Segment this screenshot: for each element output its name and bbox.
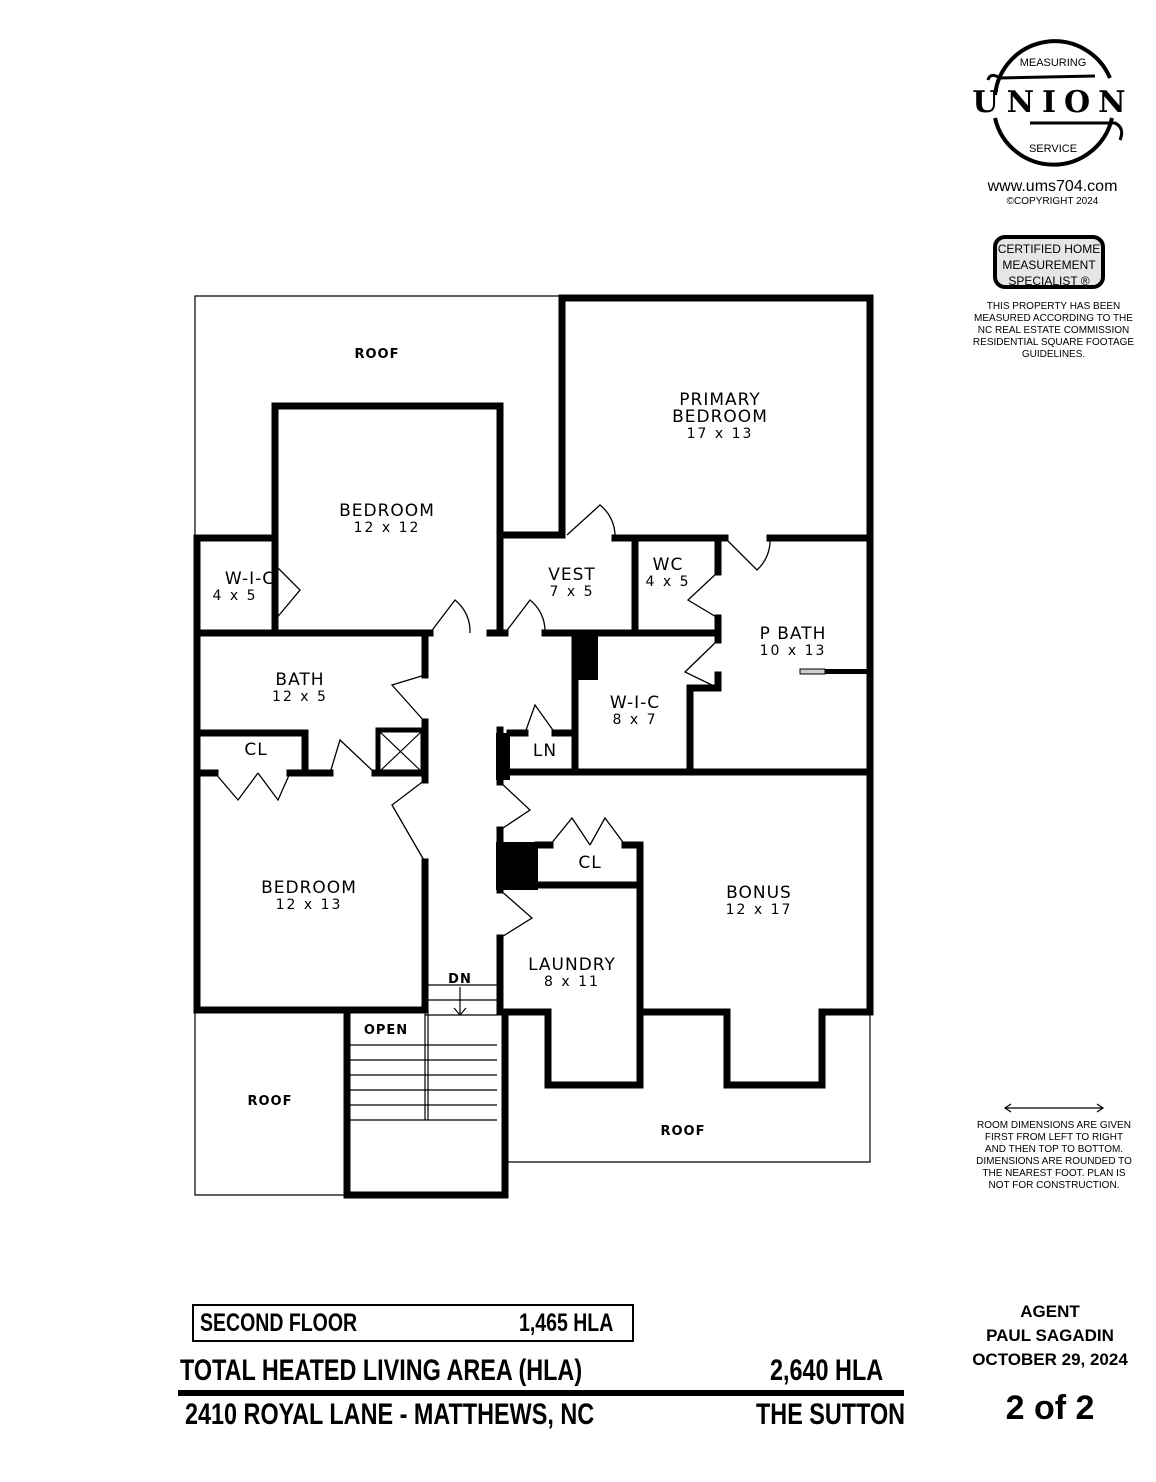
- svg-text:UNION: UNION: [972, 85, 1133, 120]
- website: www.ums704.com: [987, 178, 1118, 195]
- open-label: OPEN: [363, 1023, 409, 1038]
- union-logo: UNION MEASURING SERVICE: [972, 39, 1133, 167]
- svg-text:SERVICE: SERVICE: [1029, 143, 1077, 155]
- agent-date: OCTOBER 29, 2024: [972, 1350, 1128, 1369]
- total-area: 2,640 HLA: [770, 1354, 884, 1387]
- room-closet: CL: [244, 740, 268, 760]
- stairs-down-label: DN: [448, 972, 472, 987]
- total-label: TOTAL HEATED LIVING AREA (HLA): [180, 1354, 583, 1387]
- agent-label: AGENT: [1020, 1302, 1080, 1321]
- dimension-arrow: [1003, 1103, 1105, 1113]
- shaft-x: [379, 731, 422, 772]
- floor-summary-box: SECOND FLOOR 1,465 HLA: [192, 1304, 634, 1342]
- divider: [178, 1390, 904, 1396]
- address: 2410 ROYAL LANE - MATTHEWS, NC: [185, 1398, 595, 1431]
- dimension-note: ROOM DIMENSIONS ARE GIVEN FIRST FROM LEF…: [976, 1120, 1132, 1191]
- agent-name: PAUL SAGADIN: [986, 1326, 1114, 1345]
- copyright: ©COPYRIGHT 2024: [1006, 196, 1099, 207]
- roof-label: ROOF: [247, 1094, 293, 1109]
- doors: [214, 504, 771, 939]
- room-closet: CL: [578, 853, 602, 873]
- page-number: 2 of 2: [1005, 1389, 1095, 1427]
- solid-fills: [496, 633, 598, 890]
- roof-outlines: [194, 295, 871, 1196]
- floor-area: 1,465 HLA: [519, 1309, 614, 1337]
- measurement-note: THIS PROPERTY HAS BEEN MEASURED ACCORDIN…: [972, 301, 1135, 360]
- room-linen: LN: [532, 741, 558, 761]
- stairs: [350, 984, 497, 1121]
- floor-label: SECOND FLOOR: [200, 1309, 358, 1337]
- svg-text:MEASURING: MEASURING: [1020, 57, 1087, 69]
- roof-label: ROOF: [354, 347, 400, 362]
- model-name: THE SUTTON: [756, 1398, 906, 1431]
- roof-label: ROOF: [660, 1124, 706, 1139]
- towel-bar: [799, 668, 870, 675]
